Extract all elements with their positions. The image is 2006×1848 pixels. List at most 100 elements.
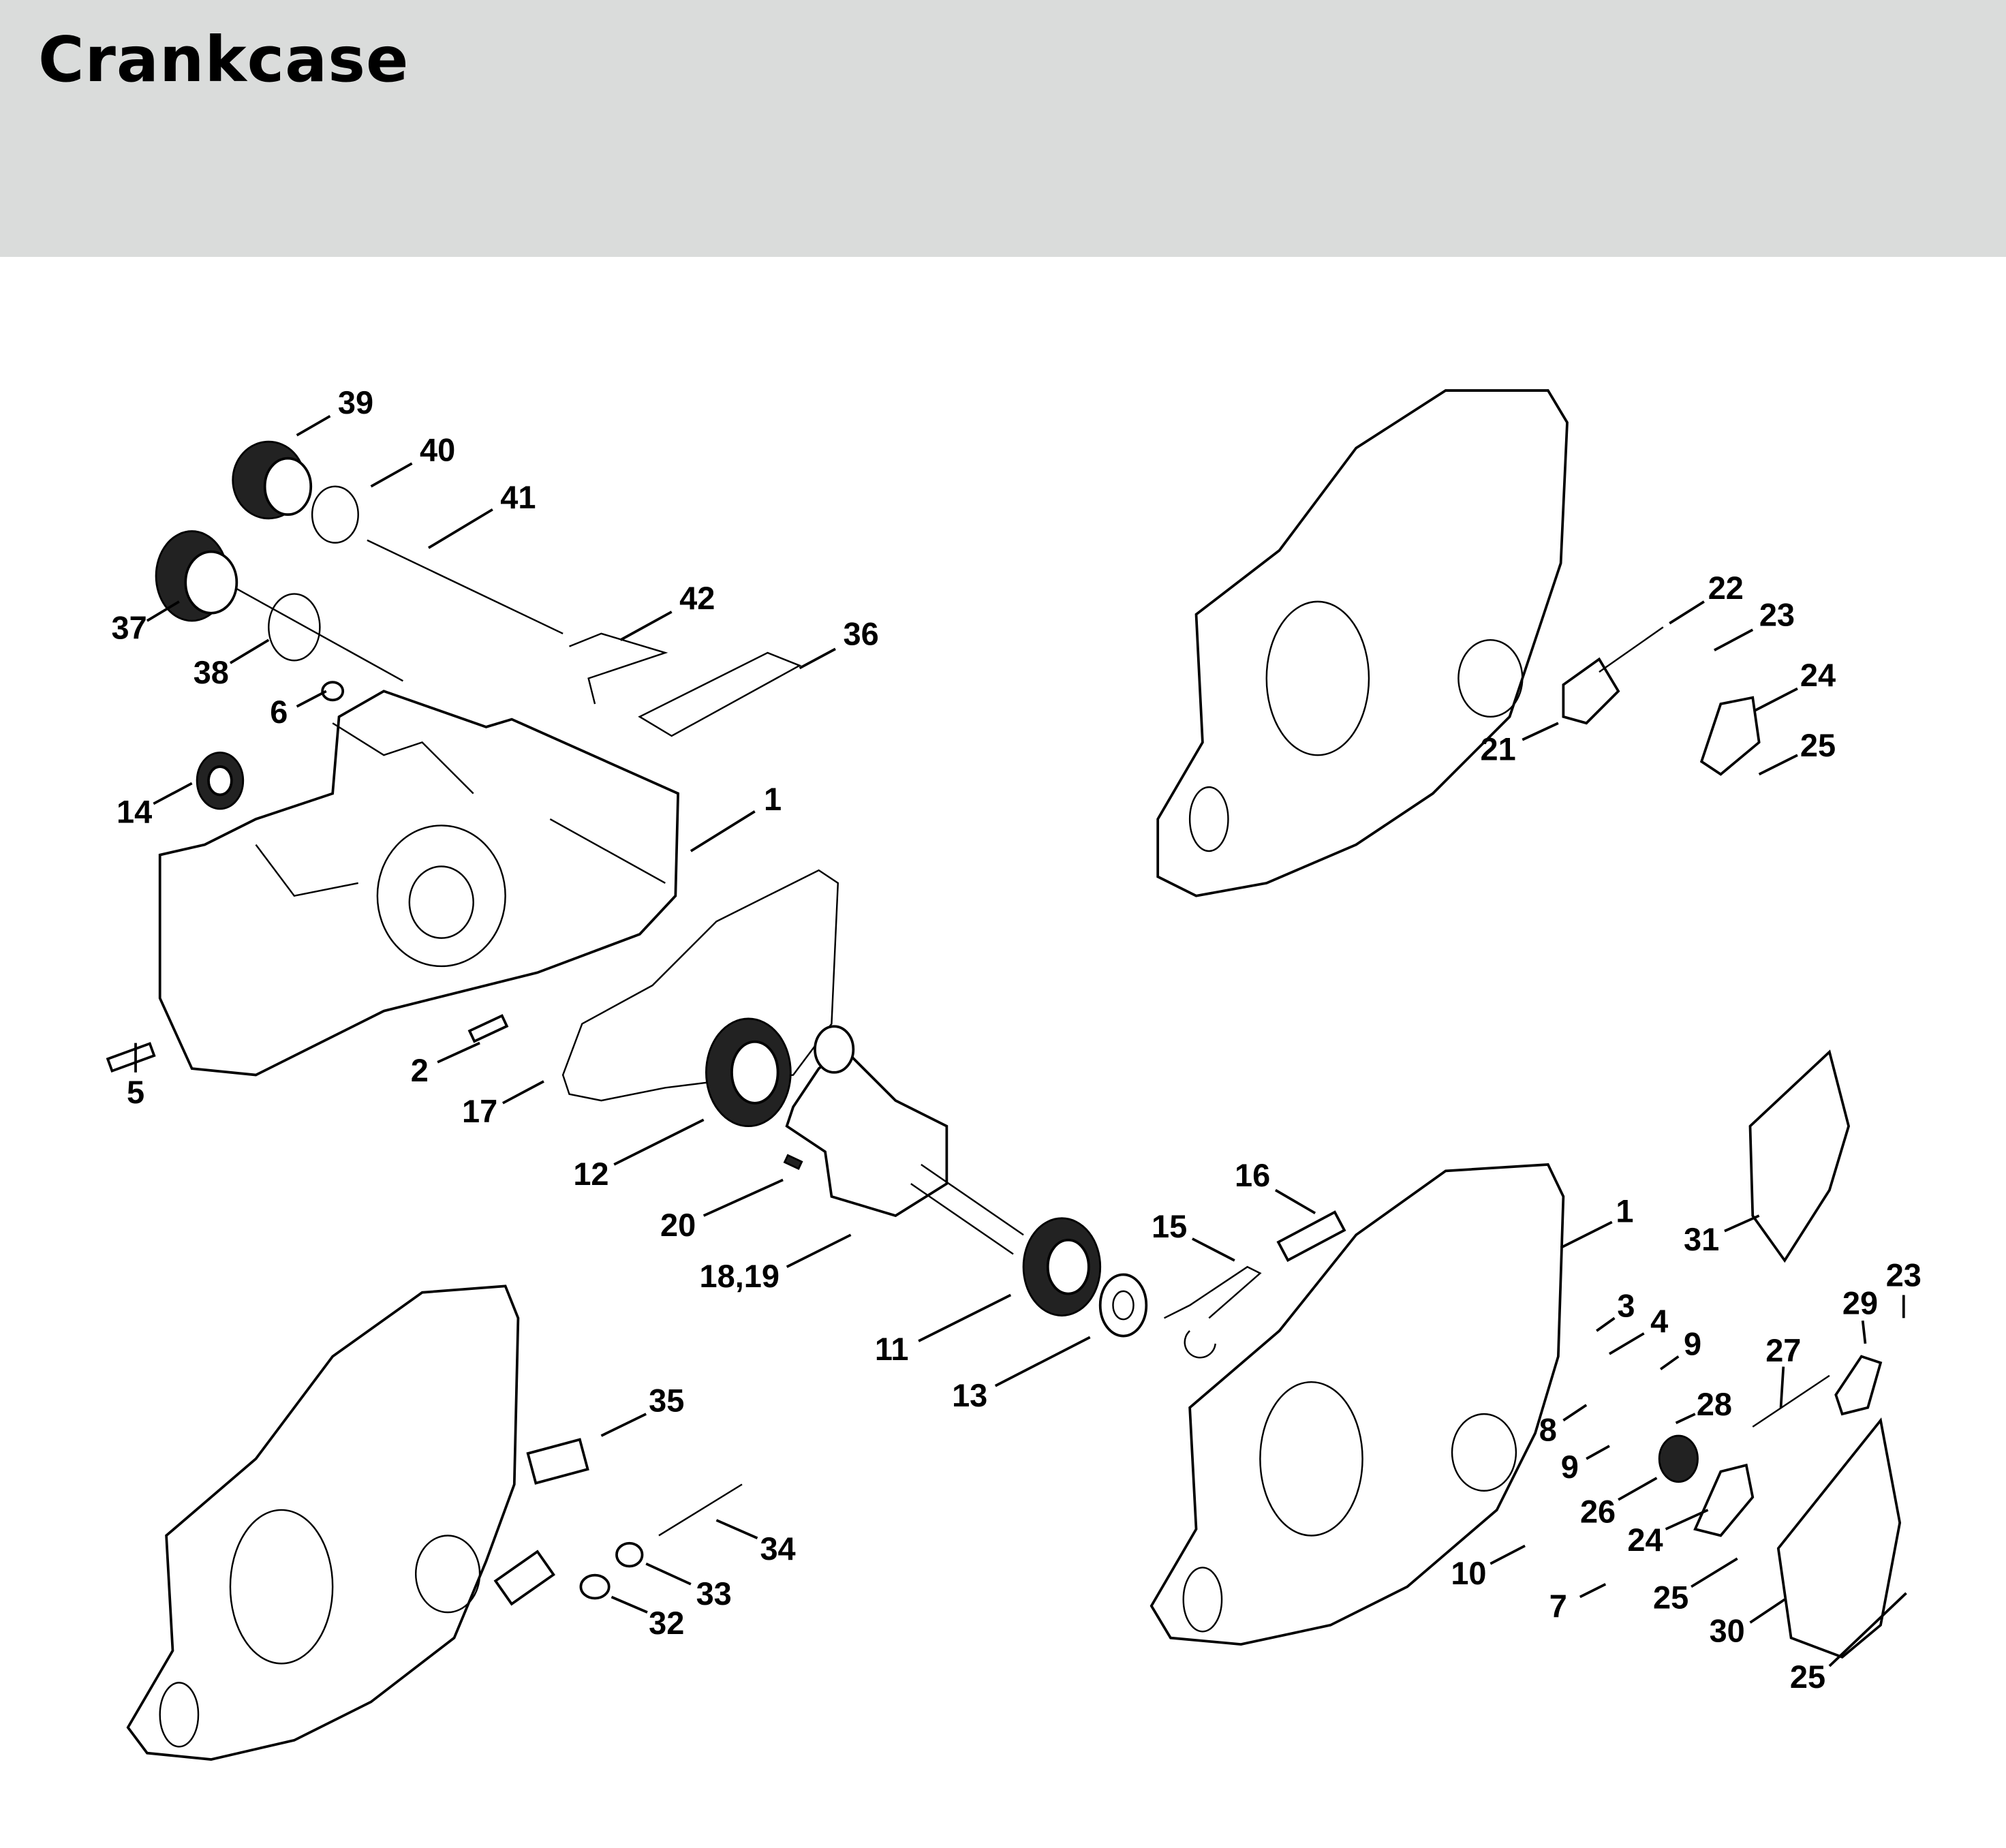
- part-number-label: 41: [500, 480, 536, 515]
- header-band: Crankcase: [0, 0, 2006, 257]
- leader-line: [1586, 1445, 1610, 1460]
- callout: 16: [1235, 1158, 1316, 1214]
- leader-line: [799, 647, 836, 670]
- crankcase-half-bottom-left: [126, 1284, 520, 1761]
- part-number-label: 3: [1617, 1288, 1635, 1323]
- callout: 27: [1765, 1333, 1801, 1408]
- leader-line: [296, 690, 327, 708]
- callout: 42: [619, 581, 715, 641]
- part-number-label: 35: [649, 1383, 684, 1418]
- callout: 17: [462, 1080, 544, 1129]
- leader-line: [619, 611, 673, 641]
- leader-line: [1779, 1366, 1785, 1408]
- callout: 25: [1790, 1592, 1907, 1695]
- callout: 39: [296, 385, 373, 437]
- callout: 32: [611, 1595, 684, 1641]
- leader-line: [1579, 1583, 1607, 1599]
- part-number-label: 37: [112, 610, 147, 645]
- callout: 35: [600, 1383, 684, 1437]
- leader-line: [1758, 754, 1798, 776]
- callout: 24: [1755, 658, 1836, 712]
- part-number-label: 38: [194, 655, 229, 690]
- callout: 41: [428, 480, 536, 549]
- part-number-label: 10: [1451, 1556, 1486, 1591]
- leader-line: [1560, 1220, 1613, 1249]
- part-number-label: 29: [1842, 1286, 1878, 1321]
- crankcase-half-right-bottom: [1149, 1163, 1565, 1646]
- callout: 38: [194, 638, 270, 690]
- leader-line: [370, 462, 413, 488]
- leader-line: [1659, 1355, 1680, 1370]
- callout: 14: [117, 782, 193, 830]
- leader-line: [428, 508, 493, 549]
- part-number-label: 9: [1684, 1327, 1701, 1362]
- callout: 33: [645, 1562, 732, 1612]
- part-number-label: 8: [1539, 1413, 1557, 1448]
- leader-line: [1522, 722, 1559, 741]
- part-number-label: 14: [117, 795, 152, 830]
- leader-line: [1749, 1598, 1786, 1624]
- part-number-label: 30: [1710, 1613, 1745, 1648]
- gasket: [561, 869, 839, 1102]
- callout: 9: [1659, 1327, 1701, 1370]
- part-number-label: 25: [1790, 1659, 1825, 1695]
- oil-pump-and-covers: [493, 626, 1902, 1659]
- part-number-label: 33: [696, 1576, 732, 1612]
- leader-line: [690, 810, 756, 852]
- callout: 37: [112, 600, 180, 645]
- starter-parts: [106, 440, 802, 1073]
- part-number-label: 32: [649, 1605, 684, 1641]
- callout: 3: [1596, 1288, 1635, 1332]
- part-number-label: 40: [420, 432, 455, 467]
- part-number-label: 18,19: [700, 1259, 780, 1294]
- part-number-label: 21: [1481, 732, 1516, 767]
- part-number-label: 26: [1580, 1494, 1616, 1530]
- callout: 36: [799, 617, 879, 670]
- part-number-label: 1: [764, 782, 782, 817]
- part-number-label: 11: [875, 1331, 909, 1367]
- crankcase-half-right-top: [1156, 389, 1569, 897]
- leader-line: [1828, 1592, 1907, 1667]
- callout: 20: [660, 1178, 784, 1243]
- leader-line: [146, 600, 180, 622]
- leader-line: [1192, 1237, 1235, 1262]
- leader-line: [1562, 1404, 1588, 1422]
- part-number-label: 39: [338, 385, 373, 420]
- callout: 23: [1714, 598, 1795, 651]
- part-number-label: 17: [462, 1094, 497, 1129]
- leader-line: [153, 782, 193, 805]
- part-number-label: 20: [660, 1207, 696, 1243]
- page-title: Crankcase: [38, 23, 410, 96]
- part-number-label: 28: [1697, 1387, 1732, 1422]
- callout: 18,19: [700, 1233, 852, 1294]
- callout: 22: [1669, 570, 1744, 625]
- callout: 6: [270, 690, 327, 730]
- callout: 25: [1653, 1557, 1738, 1615]
- leader-line: [786, 1233, 852, 1268]
- callout: 5: [127, 1043, 144, 1110]
- part-number-label: 23: [1886, 1257, 1922, 1293]
- part-number-label: 24: [1627, 1522, 1663, 1558]
- callout: 25: [1758, 728, 1836, 776]
- part-number-label: 13: [952, 1378, 987, 1413]
- leader-line: [1609, 1332, 1645, 1355]
- callout: 10: [1451, 1544, 1526, 1591]
- leader-line: [1618, 1477, 1658, 1501]
- leader-line: [918, 1293, 1012, 1342]
- leader-line: [645, 1562, 692, 1586]
- callout: 21: [1481, 722, 1559, 767]
- callout: 30: [1710, 1598, 1786, 1648]
- leader-line: [715, 1519, 758, 1539]
- callout: 9: [1561, 1445, 1610, 1485]
- part-number-label: 27: [1765, 1333, 1801, 1368]
- callout: 13: [952, 1336, 1091, 1413]
- crankshaft-assembly: [705, 1017, 1346, 1359]
- part-number-label: 2: [411, 1053, 429, 1088]
- leader-line: [1861, 1320, 1867, 1344]
- callout: 29: [1842, 1286, 1878, 1344]
- part-number-label: 5: [127, 1075, 144, 1110]
- callout: 34: [715, 1519, 796, 1567]
- leader-line: [1724, 1214, 1760, 1233]
- callout: 15: [1152, 1209, 1235, 1262]
